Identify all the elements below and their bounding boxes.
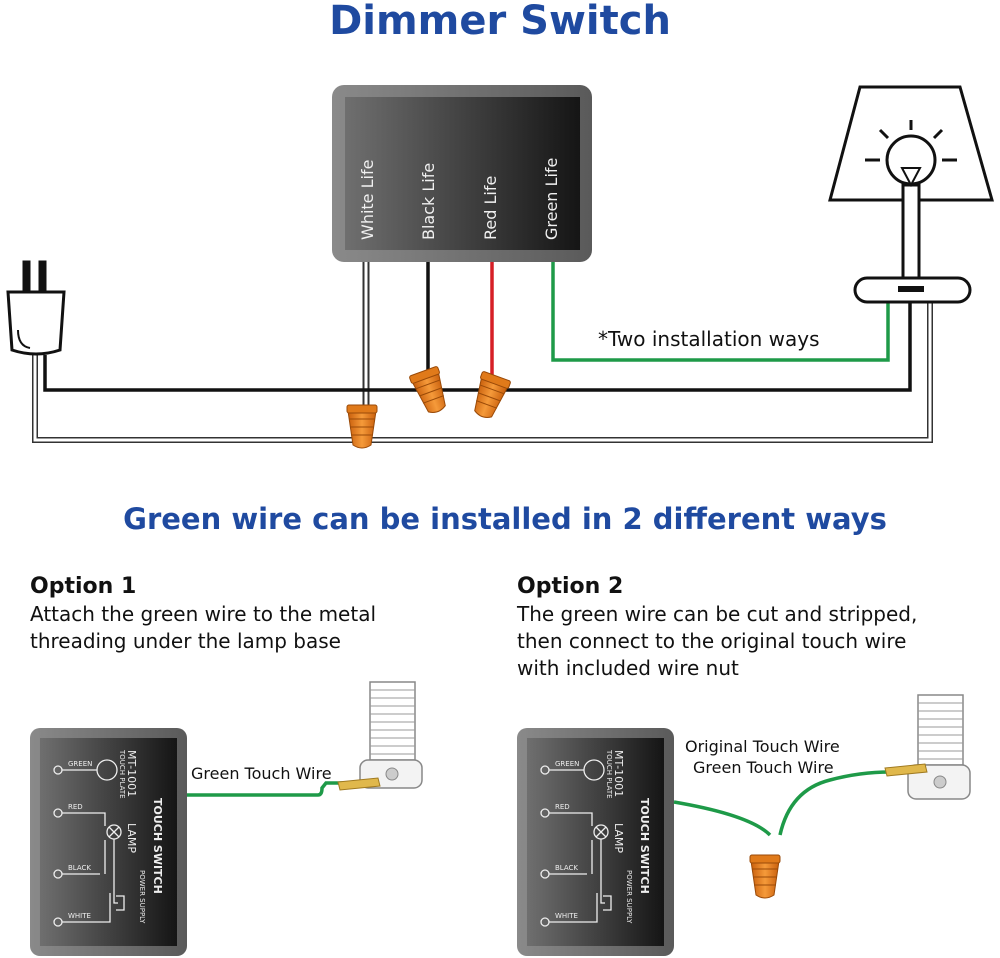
green-touch-wire: [778, 770, 891, 836]
lamp-label: LAMP: [125, 823, 138, 853]
terminal-green: GREEN: [555, 760, 579, 768]
label-red-life: Red Life: [481, 176, 500, 240]
option1-heading: Option 1: [30, 574, 136, 599]
touch-switch-title: TOUCH SWITCH: [638, 798, 651, 894]
option2-line: then connect to the original touch wire: [517, 629, 906, 653]
label-white-life: White Life: [358, 160, 377, 240]
white-wire: [32, 262, 933, 443]
green-wire: [551, 262, 890, 362]
terminal-black: BLACK: [555, 864, 578, 872]
touch-switch-box: GREEN RED BLACK WHITE MT-1001 TOUCH PLAT…: [30, 728, 187, 956]
option2-heading: Option 2: [517, 574, 623, 599]
green-touch-wire-label: Green Touch Wire: [191, 764, 332, 783]
label-green-life: Green Life: [542, 158, 561, 240]
touch-switch-title: TOUCH SWITCH: [151, 798, 164, 894]
wire-nut: [467, 370, 512, 423]
touch-switch-box: GREEN RED BLACK WHITE MT-1001 TOUCH PLAT…: [517, 728, 674, 956]
wire-nut: [749, 854, 781, 899]
dimmer-box: White Life Black Life Red Life Green Lif…: [332, 85, 592, 262]
label-black-life: Black Life: [419, 163, 438, 240]
power-supply-label: POWER SUPPLY: [625, 870, 633, 924]
option1-line: threading under the lamp base: [30, 629, 341, 653]
option1-line: Attach the green wire to the metal: [30, 602, 376, 626]
black-wire: [43, 262, 912, 392]
lamp-label: LAMP: [612, 823, 625, 853]
original-touch-wire-label: Original Touch Wire: [685, 737, 840, 756]
model-label: MT-1001: [125, 750, 138, 797]
lamp-icon: [828, 85, 994, 304]
option2-line: with included wire nut: [517, 656, 739, 680]
installation-note: *Two installation ways: [598, 327, 820, 351]
lamp-threading-icon: [884, 694, 971, 800]
terminal-black: BLACK: [68, 864, 91, 872]
green-touch-wire: [187, 781, 345, 797]
terminal-green: GREEN: [68, 760, 92, 768]
touch-plate-label: TOUCH PLATE: [118, 749, 126, 799]
plug-icon: [6, 260, 66, 356]
terminal-white: WHITE: [555, 912, 578, 920]
option2-line: The green wire can be cut and stripped,: [516, 602, 917, 626]
subtitle: Green wire can be installed in 2 differe…: [123, 502, 887, 536]
terminal-white: WHITE: [68, 912, 91, 920]
lamp-threading-icon: [337, 681, 423, 791]
original-touch-wire: [673, 800, 772, 837]
power-supply-label: POWER SUPPLY: [138, 870, 146, 924]
terminal-red: RED: [68, 803, 83, 811]
green-touch-wire-label: Green Touch Wire: [693, 758, 834, 777]
model-label: MT-1001: [612, 750, 625, 797]
terminal-red: RED: [555, 803, 570, 811]
touch-plate-label: TOUCH PLATE: [605, 749, 613, 799]
page-title: Dimmer Switch: [329, 0, 671, 44]
